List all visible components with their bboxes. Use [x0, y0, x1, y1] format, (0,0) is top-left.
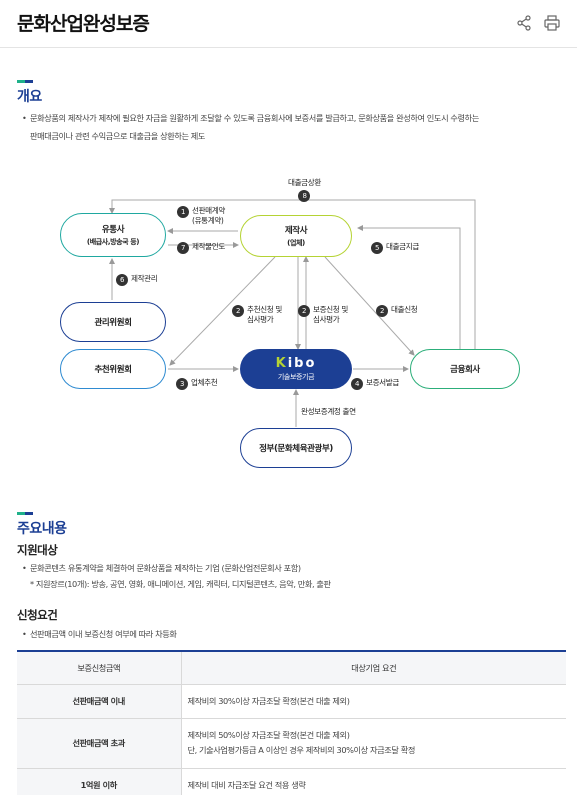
government-contribution-label: 완성보증계정 출연 [301, 407, 356, 416]
table-cell-amount: 선판매금액 이내 [17, 684, 182, 719]
node-kibo: Kibo 기술보증기금 [240, 349, 352, 389]
diagram-arrows [109, 199, 476, 427]
table-row: 선판매금액 초과 제작비의 50%이상 자금조달 확정(본건 대출 제외) 단,… [17, 718, 566, 769]
node-management-committee: 관리위원회 [60, 302, 166, 342]
support-target-title: 지원대상 [17, 543, 58, 557]
table-row: 선판매금액 이내 제작비의 30%이상 자금조달 확정(본건 대출 제외) [17, 684, 566, 719]
node-management-committee-label: 관리위원회 [94, 318, 132, 328]
overview-text-line1: 문화상품의 제작사가 제작에 필요한 자금을 원활하게 조달할 수 있도록 금융… [22, 111, 479, 126]
table-cell-requirement-line2: 단, 기술사업평가등급 A 이상인 경우 제작비의 30%이상 자금조달 확정 [187, 745, 416, 755]
main-content-title: 주요내용 [17, 521, 67, 537]
support-target-line2: * 지원장르(10개): 방송, 공연, 영화, 애니메이션, 게임, 캐릭터,… [30, 579, 331, 589]
table-cell-requirement: 제작비의 50%이상 자금조달 확정(본건 대출 제외) 단, 기술사업평가등급… [181, 718, 566, 769]
table-cell-requirement: 제작비의 30%이상 자금조달 확정(본건 대출 제외) [181, 684, 566, 719]
table-cell-amount: 1억원 이하 [17, 768, 182, 795]
node-bank-label: 금융회사 [450, 365, 480, 375]
page-header: 문화산업완성보증 [0, 0, 577, 48]
kibo-logo: Kibo [275, 356, 317, 371]
node-distributor: 유통사 (배급사,방송국 등) [60, 213, 166, 257]
node-kibo-sublabel: 기술보증기금 [277, 373, 315, 381]
overview-section-header: 개요 [17, 80, 42, 106]
table-header-row: 보증신청금액 대상기업 요건 [17, 650, 566, 685]
node-recommend-committee-label: 추천위원회 [94, 365, 132, 375]
overview-text-line2: 판매대금이나 관련 수익금으로 대출금을 상환하는 제도 [30, 131, 206, 141]
step-8-label: 대출금상환 8 [288, 178, 321, 202]
support-target-line1: 문화콘텐츠 유통계약을 체결하여 문화상품을 제작하는 기업 (문화산업전문회사… [22, 561, 301, 576]
node-producer-sublabel: (업체) [287, 239, 305, 247]
node-government: 정부(문화체육관광부) [240, 428, 352, 468]
share-icon[interactable] [515, 14, 533, 32]
node-producer: 제작사 (업체) [240, 215, 352, 257]
requirements-table: 보증신청금액 대상기업 요건 선판매금액 이내 제작비의 30%이상 자금조달 … [17, 650, 566, 795]
table-row: 1억원 이하 제작비 대비 자금조달 요건 적용 생략 [17, 768, 566, 795]
requirements-line1: 선판매금액 이내 보증신청 여부에 따라 차등화 [22, 627, 177, 642]
guarantee-flow-diagram: 유통사 (배급사,방송국 등) 제작사 (업체) 관리위원회 추천위원회 Kib… [0, 165, 577, 475]
print-icon[interactable] [543, 14, 561, 32]
table-cell-amount: 선판매금액 초과 [17, 718, 182, 769]
node-recommend-committee: 추천위원회 [60, 349, 166, 389]
node-government-label: 정부(문화체육관광부) [259, 444, 333, 454]
node-bank: 금융회사 [410, 349, 520, 389]
table-cell-requirement: 제작비 대비 자금조달 요건 적용 생략 [181, 768, 566, 795]
requirements-title: 신청요건 [17, 608, 58, 622]
overview-title: 개요 [17, 89, 42, 105]
table-cell-requirement-line1: 제작비의 50%이상 자금조달 확정(본건 대출 제외) [187, 730, 350, 740]
table-header-requirement: 대상기업 요건 [181, 650, 566, 685]
node-distributor-label: 유통사 [101, 225, 125, 235]
table-header-amount: 보증신청금액 [17, 650, 182, 685]
section-marker [17, 512, 33, 515]
page-title: 문화산업완성보증 [17, 13, 150, 35]
step-1-label: 1 선판매계약(유통계약) [177, 206, 225, 226]
node-distributor-sublabel: (배급사,방송국 등) [86, 238, 140, 246]
main-content-section-header: 주요내용 [17, 512, 67, 538]
section-marker [17, 80, 33, 83]
node-producer-label: 제작사 [284, 226, 308, 236]
